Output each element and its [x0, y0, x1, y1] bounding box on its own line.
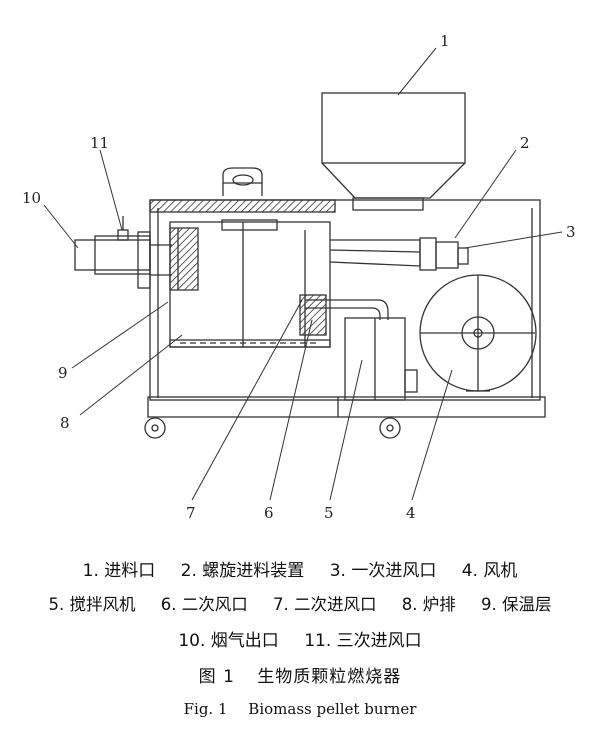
legend-item-fan: 4. 风机: [461, 561, 518, 581]
figure-caption-chinese: 生物质颗粒燃烧器: [257, 667, 402, 687]
legend-item-tertiary-air-inlet: 11. 三次进风口: [304, 631, 422, 651]
screw-feeder: [329, 237, 469, 271]
legend-item-grate: 8. 炉排: [401, 595, 456, 614]
legend-item-screw-feeder: 2. 螺旋进料装置: [180, 561, 305, 581]
figure-title-english: Fig. 1 Biomass pellet burner: [0, 700, 600, 718]
insulated-top-cover: [149, 199, 336, 213]
legend-item-stirring-fan: 5. 搅拌风机: [48, 595, 136, 614]
callout-8: 8: [60, 414, 70, 432]
legend-item-flue-gas-outlet: 10. 烟气出口: [178, 631, 279, 651]
stirring-fan: [344, 317, 418, 401]
figure-label-chinese: 图 1: [198, 667, 235, 687]
figure-label-english: Fig. 1: [183, 700, 228, 718]
burner-diagram: 1 2 3 4 5 6 7 8 9 10 11: [22, 32, 576, 522]
grate: [169, 339, 331, 348]
legend-item-secondary-air-inlet: 7. 二次进风口: [273, 595, 377, 614]
wheels: [144, 417, 401, 439]
callout-5: 5: [324, 504, 334, 522]
lifting-lug: [222, 167, 263, 196]
callout-7: 7: [186, 504, 196, 522]
secondary-air-ports: [299, 294, 327, 336]
legend-item-feed-inlet: 1. 进料口: [82, 561, 156, 581]
callout-4: 4: [406, 504, 416, 522]
insulation-layer: [169, 227, 199, 291]
legend-item-primary-air-inlet: 3. 一次进风口: [329, 561, 437, 581]
callout-3: 3: [566, 223, 576, 241]
callout-9: 9: [58, 364, 68, 382]
tertiary-air-inlet: [117, 216, 129, 241]
feed-hopper: [321, 92, 466, 211]
legend-row-3: 10. 烟气出口 11. 三次进风口: [0, 626, 600, 651]
flue-gas-outlet: [74, 231, 172, 289]
legend-item-secondary-air-port: 6. 二次风口: [160, 595, 248, 614]
legend-item-insulation-layer: 9. 保温层: [481, 595, 552, 614]
leader-lines: [43, 47, 563, 501]
legend-row-1: 1. 进料口 2. 螺旋进料装置 3. 一次进风口 4. 风机: [0, 556, 600, 581]
fan: [419, 274, 537, 392]
callout-10: 10: [22, 189, 41, 207]
base-skid: [147, 396, 546, 418]
figure-title-chinese: 图 1 生物质颗粒燃烧器: [0, 662, 600, 687]
legend-row-2: 5. 搅拌风机 6. 二次风口 7. 二次进风口 8. 炉排 9. 保温层: [0, 591, 600, 615]
callout-2: 2: [520, 134, 530, 152]
callout-1: 1: [440, 32, 450, 50]
secondary-air-duct: [305, 299, 389, 320]
callout-11: 11: [90, 134, 109, 152]
figure-caption-english: Biomass pellet burner: [248, 700, 417, 718]
callout-6: 6: [264, 504, 274, 522]
